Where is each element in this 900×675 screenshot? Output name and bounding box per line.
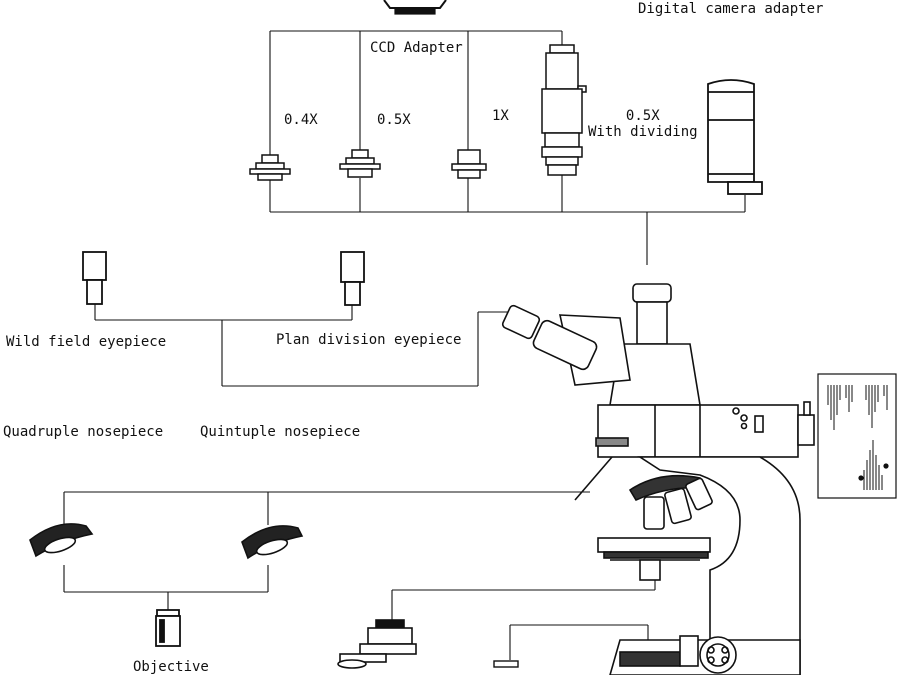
adapter-1x-label: 1X [492, 108, 509, 124]
spectrum-panel [817, 373, 897, 499]
adapter-05x-label: 0.5X [377, 112, 411, 128]
adapter-04x-label: 0.4X [284, 112, 318, 128]
objective-label: Objective [133, 659, 209, 675]
quadruple-nosepiece-label: Quadruple nosepiece [3, 424, 164, 440]
adapter-04x-icon [249, 154, 291, 181]
quadruple-nosepiece-icon [29, 523, 94, 558]
quintuple-nosepiece-label: Quintuple nosepiece [200, 424, 361, 440]
eyepiece-connector-lines [94, 304, 515, 387]
wild-field-eyepiece-icon [82, 251, 107, 305]
camera-adapter-tube-icon [707, 79, 763, 195]
plan-division-eyepiece-icon [340, 251, 365, 306]
microscope-icon [501, 283, 815, 675]
plan-division-eyepiece-label: Plan division eyepiece [276, 332, 462, 348]
adapter-1x-icon [451, 149, 487, 179]
digital-camera-adapter-icon [383, 0, 447, 15]
quintuple-nosepiece-icon [241, 525, 304, 560]
condenser-icon [337, 619, 417, 669]
objective-icon [155, 609, 181, 647]
wild-field-eyepiece-label: Wild field eyepiece [6, 334, 167, 350]
ccd-adapter-label: CCD Adapter [370, 40, 463, 56]
nosepiece-connector-lines [63, 491, 656, 660]
adapter-05x-icon [339, 149, 381, 178]
digital-camera-adapter-label: Digital camera adapter [638, 1, 824, 17]
ccd-adapter-connector-lines [269, 30, 746, 265]
adapter-05x-dividing-icon [541, 44, 587, 176]
adapter-05x-dividing-label: 0.5X With dividing [588, 108, 698, 140]
filter-icon [493, 660, 519, 668]
